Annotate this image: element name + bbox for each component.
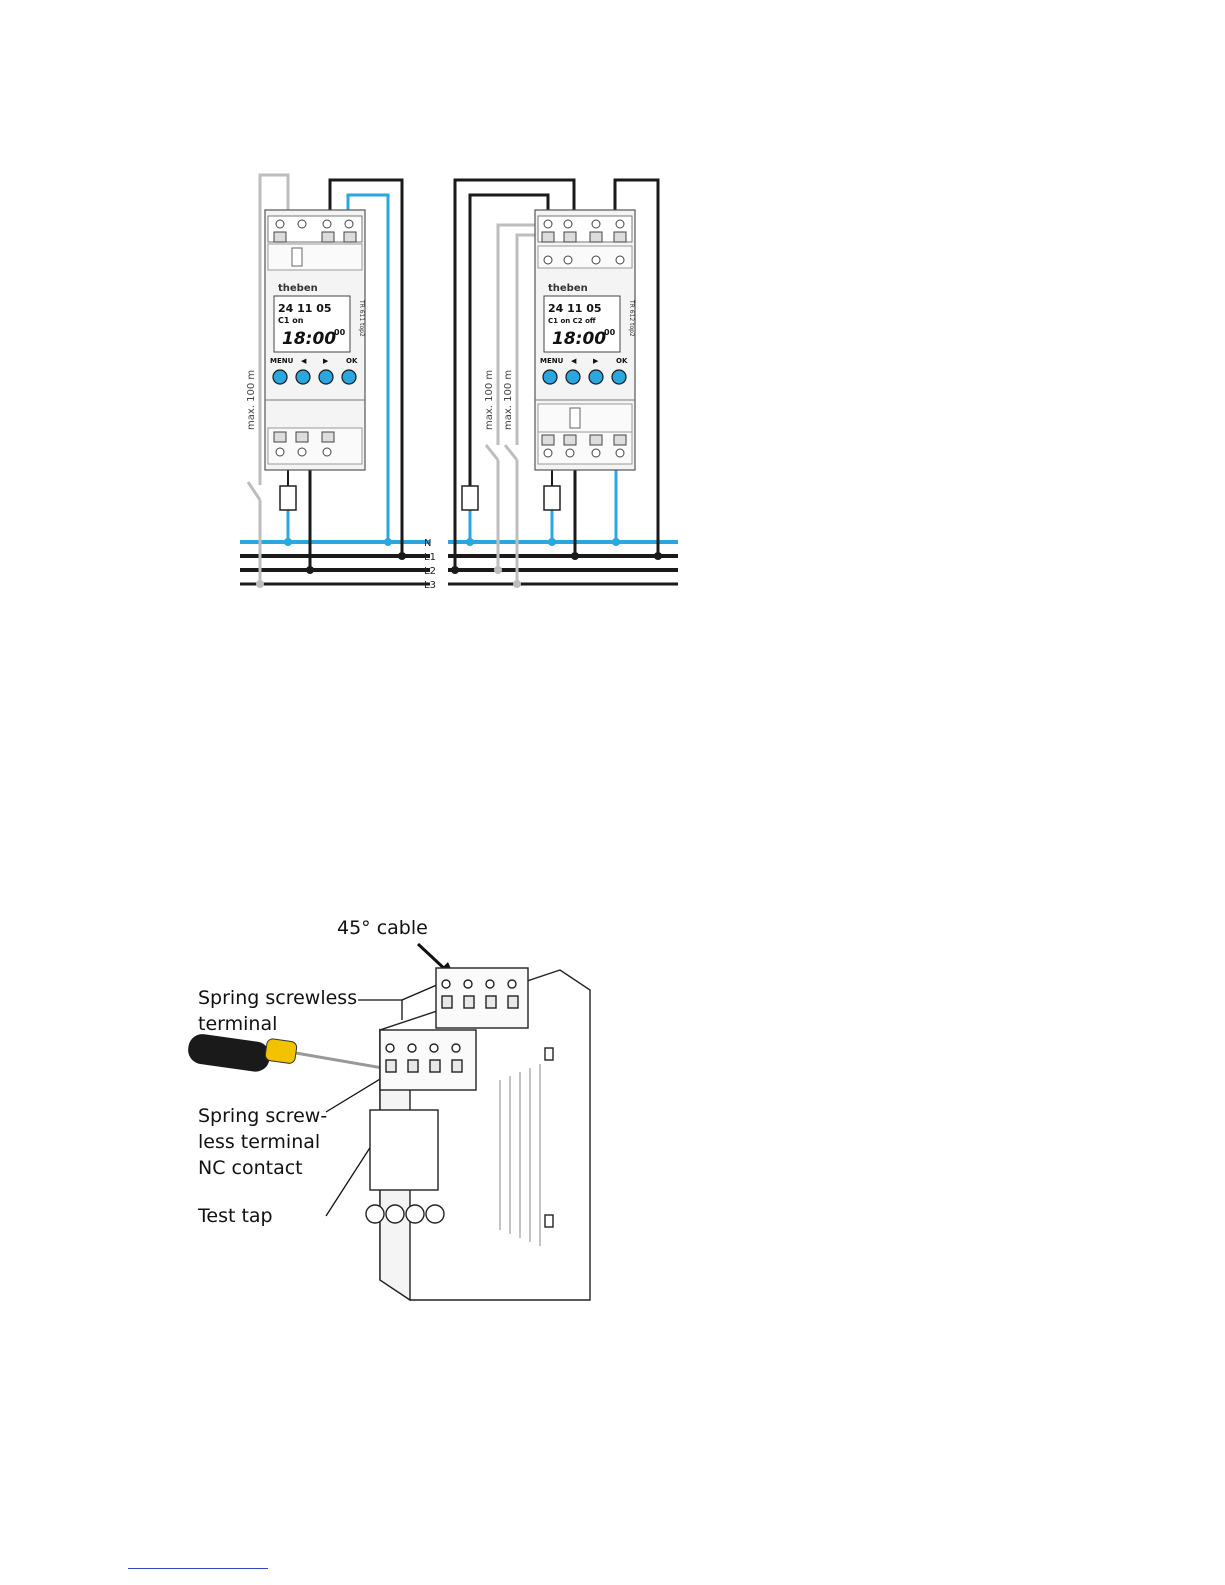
model-right: TR 612 top2 — [628, 299, 635, 337]
model-left: TR 611 top2 — [358, 299, 365, 337]
bus-label-l2: L2 — [424, 566, 436, 577]
lcd-seconds-right: 00 — [604, 328, 616, 337]
btn-label-left-left: ◀ — [301, 357, 307, 365]
label-spring-terminal-1: Spring screwless — [198, 987, 357, 1009]
back-button-left — [296, 370, 310, 384]
distance-label-right-a: max. 100 m — [484, 370, 495, 430]
back-button-right — [566, 370, 580, 384]
bus-label-l3: L3 — [424, 580, 436, 591]
device-terminal-figure: 45° cable Spring screwless terminal Spri… — [180, 900, 620, 1320]
bus-label-l1: L1 — [424, 552, 436, 563]
menu-button-left — [273, 370, 287, 384]
junctions-right — [451, 538, 662, 588]
wiring-diagram: N L1 L2 L3 max. 100 m theben — [230, 160, 690, 600]
load-right-b — [544, 486, 560, 510]
lcd-channel-left: C1 on — [278, 316, 304, 325]
bus-label-n: N — [424, 538, 431, 549]
btn-label-menu-left: MENU — [270, 357, 294, 365]
btn-label-right-left: ▶ — [323, 357, 329, 365]
load-left — [280, 486, 296, 510]
label-test-tap: Test tap — [197, 1205, 273, 1227]
distance-label-right-b: max. 100 m — [503, 370, 514, 430]
label-nc-2: less terminal — [198, 1131, 320, 1153]
btn-label-ok-left: OK — [346, 357, 358, 365]
ok-button-right — [612, 370, 626, 384]
lcd-date-right: 24 11 05 — [548, 302, 602, 315]
lcd-time-left: 18:00 — [282, 329, 336, 349]
btn-label-ok-right: OK — [616, 357, 628, 365]
ok-button-left — [342, 370, 356, 384]
label-45-cable: 45° cable — [337, 917, 428, 939]
btn-label-left-right: ◀ — [571, 357, 577, 365]
brand-right: theben — [548, 283, 588, 294]
lcd-seconds-left: 00 — [334, 328, 346, 337]
btn-label-menu-right: MENU — [540, 357, 564, 365]
timer-unit-left: theben 24 11 05 C1 on 18:00 00 TR 611 to… — [265, 210, 365, 470]
lcd-date-left: 24 11 05 — [278, 302, 332, 315]
menu-button-right — [543, 370, 557, 384]
label-nc-3: NC contact — [198, 1157, 303, 1179]
forward-button-right — [589, 370, 603, 384]
lcd-time-right: 18:00 — [552, 329, 606, 349]
label-nc-1: Spring screw- — [198, 1105, 327, 1127]
btn-label-right-right: ▶ — [593, 357, 599, 365]
timer-unit-right: theben 24 11 05 C1 on C2 off 18:00 00 TR… — [535, 210, 635, 470]
label-spring-terminal-2: terminal — [198, 1013, 277, 1035]
load-right-a — [462, 486, 478, 510]
junctions-left — [256, 538, 406, 588]
forward-button-left — [319, 370, 333, 384]
device-display — [370, 1110, 438, 1190]
din-rail-device — [366, 968, 590, 1300]
brand-left: theben — [278, 283, 318, 294]
distance-label-left: max. 100 m — [246, 370, 257, 430]
screwdriver-icon — [186, 1032, 406, 1073]
bus-lines — [240, 536, 678, 590]
footer-rule — [128, 1568, 268, 1569]
lcd-channel-right: C1 on C2 off — [548, 317, 596, 325]
